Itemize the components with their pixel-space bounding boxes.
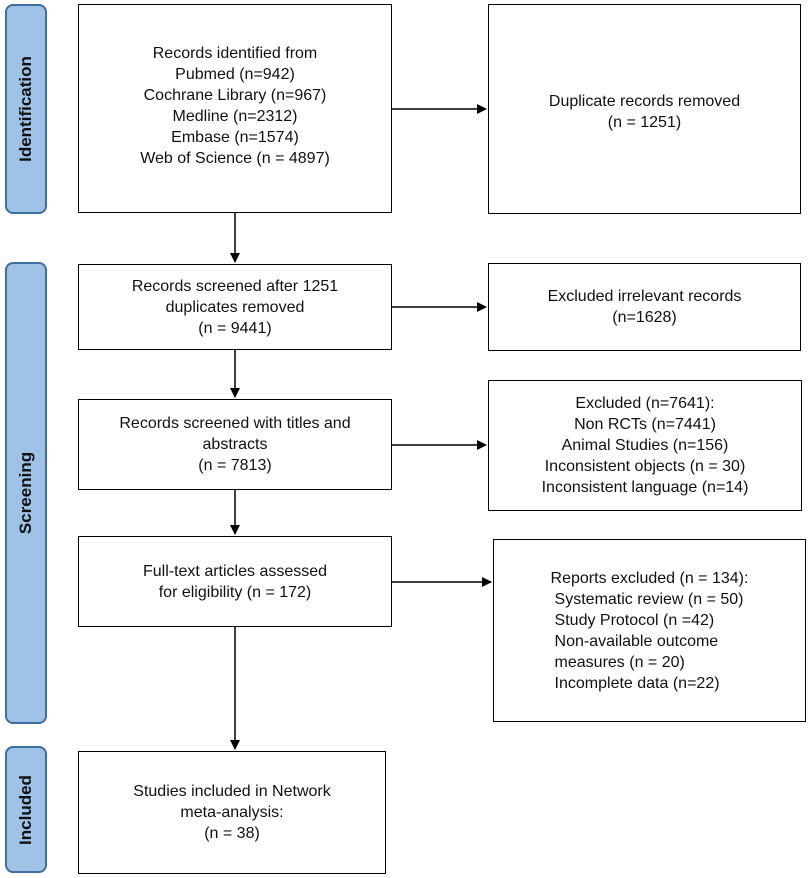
studies-included-line: Studies included in Network xyxy=(133,783,331,800)
fulltext-assessed-line: for eligibility (n = 172) xyxy=(158,583,312,601)
excluded-7641-line: Non RCTs (n=7441) xyxy=(574,416,716,433)
screened-titles-line: abstracts xyxy=(202,436,268,453)
studies-included-box: Studies included in Network meta-analysi… xyxy=(78,751,386,874)
duplicates-removed-line: (n = 1251) xyxy=(607,114,682,131)
studies-included-line: meta-analysis: xyxy=(180,804,284,821)
fulltext-assessed-box: Full-text articles assessed for eligibil… xyxy=(78,536,392,627)
excluded-7641-line: Animal Studies (n=156) xyxy=(561,437,729,454)
reports-excluded-line: Non-available outcome xyxy=(554,632,719,650)
excluded-irrelevant-line: (n=1628) xyxy=(612,309,677,326)
records-screened-box: Records screened after 1251 duplicates r… xyxy=(78,264,392,350)
records-identified-line: Web of Science (n = 4897) xyxy=(140,150,330,167)
excluded-irrelevant-box: Excluded irrelevant records (n=1628) xyxy=(488,263,801,351)
reports-excluded-line: Incomplete data (n=22) xyxy=(554,674,720,692)
reports-excluded-line: Reports excluded (n = 134): xyxy=(550,569,749,587)
screened-titles-abstracts-box: Records screened with titles and abstrac… xyxy=(78,399,392,490)
phase-included: Included xyxy=(5,746,47,873)
reports-excluded-line: Systematic review (n = 50) xyxy=(554,590,744,608)
screened-titles-line: (n = 7813) xyxy=(198,457,272,474)
reports-excluded-box: Reports excluded (n = 134): Systematic r… xyxy=(493,539,806,722)
screened-titles-line: Records screened with titles and xyxy=(119,415,351,432)
excluded-7641-line: Inconsistent objects (n = 30) xyxy=(544,458,746,475)
records-identified-line: Cochrane Library (n=967) xyxy=(143,87,327,104)
excluded-7641-line: Inconsistent language (n=14) xyxy=(541,479,749,496)
duplicates-removed-box: Duplicate records removed (n = 1251) xyxy=(488,4,801,214)
records-identified-box: Records identified from Pubmed (n=942) C… xyxy=(78,4,392,213)
records-screened-line: Records screened after 1251 xyxy=(131,277,339,295)
records-screened-line: duplicates removed xyxy=(165,298,305,316)
fulltext-assessed-line: Full-text articles assessed xyxy=(142,562,328,580)
duplicates-removed-line: Duplicate records removed xyxy=(548,93,741,110)
excluded-7641-line: Excluded (n=7641): xyxy=(575,395,715,412)
excluded-irrelevant-line: Excluded irrelevant records xyxy=(547,288,742,305)
studies-included-line: (n = 38) xyxy=(204,825,260,842)
excluded-7641-box: Excluded (n=7641): Non RCTs (n=7441) Ani… xyxy=(488,380,802,511)
records-identified-line: Records identified from xyxy=(152,45,318,62)
records-identified-line: Embase (n=1574) xyxy=(171,129,299,146)
records-screened-line: (n = 9441) xyxy=(198,319,272,337)
records-identified-line: Pubmed (n=942) xyxy=(175,66,295,83)
records-identified-line: Medline (n=2312) xyxy=(172,108,298,125)
phase-screening: Screening xyxy=(5,262,47,724)
reports-excluded-line: Study Protocol (n =42) xyxy=(554,611,715,629)
phase-identification: Identification xyxy=(5,4,47,214)
reports-excluded-block: Reports excluded (n = 134): Systematic r… xyxy=(551,568,749,694)
reports-excluded-line: measures (n = 20) xyxy=(554,653,685,671)
